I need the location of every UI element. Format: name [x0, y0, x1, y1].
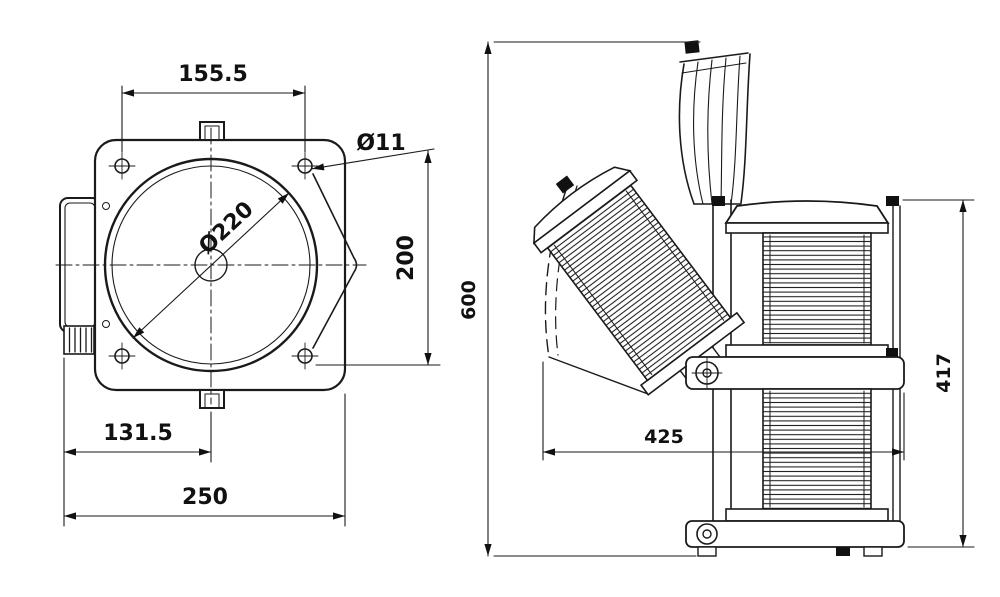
dim-label-center-offset: 131.5: [103, 421, 173, 446]
lantern-cap: [724, 200, 890, 224]
bottom-tab: [199, 389, 225, 409]
dim-label-overall-width: 250: [182, 485, 228, 510]
upright-lantern: [685, 196, 905, 557]
dim-label-swing-clearance: 425: [644, 426, 684, 448]
dim-label-overall-height: 600: [458, 280, 480, 320]
tilted-top-clip: [555, 175, 575, 194]
dim-label-lantern-height: 417: [933, 353, 955, 393]
dim-label-hole-spacing-horizontal: 155.5: [178, 62, 248, 87]
lantern-base: [685, 520, 905, 548]
top-lens-panel: [678, 40, 751, 205]
dim-overall-height: 600: [458, 41, 701, 557]
top-clip: [684, 40, 700, 54]
base-bolt: [696, 523, 718, 545]
top-tab: [199, 121, 225, 141]
terminal-block: [63, 325, 95, 355]
fresnel-lens-upper: [762, 232, 872, 346]
junction-box: [59, 197, 101, 355]
dim-hole-spacing-vertical: 200: [315, 150, 441, 366]
dim-center-offset: 131.5: [63, 357, 212, 527]
dim-label-hole-diameter: Ø11: [356, 131, 405, 156]
dim-hole-spacing-horizontal: 155.5: [121, 62, 306, 153]
front-view: 155.5 Ø11 Ø220 200 131.5 25: [55, 62, 441, 527]
dim-hole-diameter: Ø11: [311, 131, 435, 171]
side-view: 600 425 417: [458, 40, 975, 557]
fresnel-lens-lower: [762, 388, 872, 510]
dim-swing-clearance: 425: [542, 361, 905, 461]
dim-overall-width: 250: [63, 393, 346, 527]
dim-label-hole-spacing-vertical: 200: [394, 235, 419, 281]
dim-lantern-height: 417: [902, 199, 975, 548]
